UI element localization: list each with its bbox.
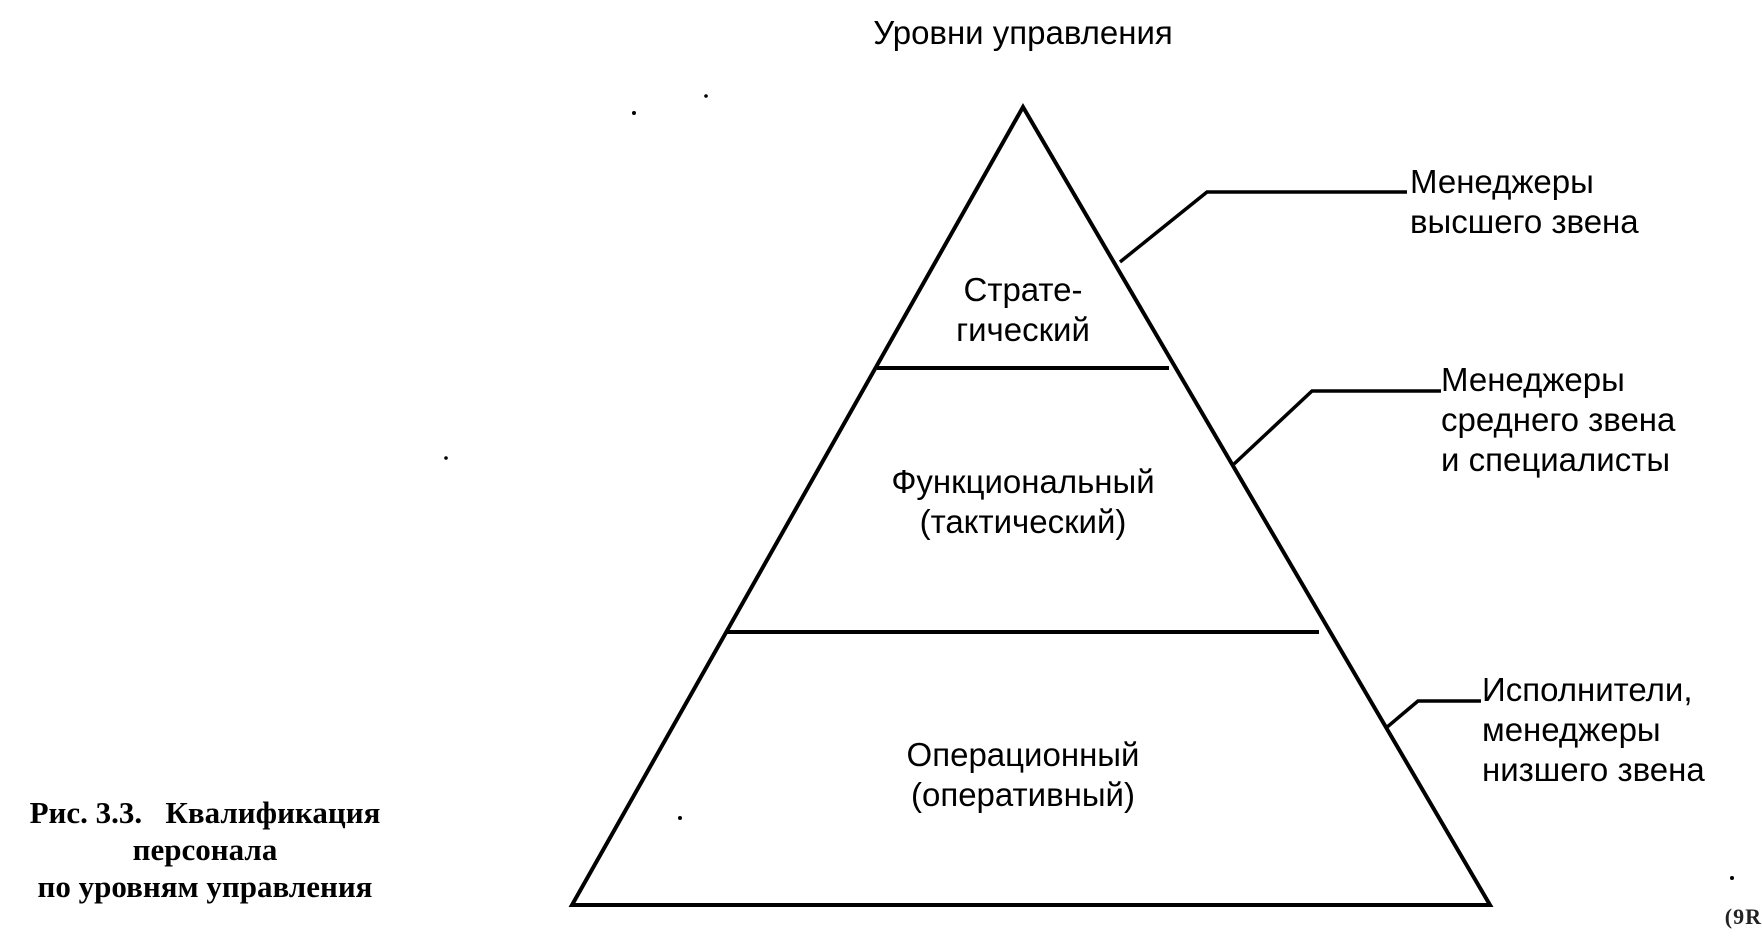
scan-speck <box>704 94 708 98</box>
scan-speck <box>1730 876 1734 880</box>
level-functional-line1: Функциональный <box>891 463 1155 500</box>
caption-line3: по уровням управления <box>37 869 373 904</box>
level-strategic-label: Страте- гический <box>956 270 1090 350</box>
level-operational-line2: (оперативный) <box>910 776 1135 813</box>
level-functional-label: Функциональный (тактический) <box>891 462 1154 542</box>
level-strategic-line2: гический <box>956 311 1090 348</box>
leader-line-top <box>1118 190 1407 264</box>
personnel-bottom-label: Исполнители, менеджеры низшего звена <box>1482 670 1705 790</box>
diagram-title: Уровни управления <box>873 14 1173 51</box>
pyramid-outline <box>568 102 1494 907</box>
caption-label: Рис. 3.3. <box>29 795 143 830</box>
personnel-middle-label: Менеджеры среднего звена и специалисты <box>1441 360 1675 480</box>
level-strategic-line1: Страте- <box>963 271 1083 308</box>
personnel-middle-line3: и специалисты <box>1441 441 1671 478</box>
leader-line-bottom <box>1384 699 1481 730</box>
caption-line1: Квалификация <box>165 795 381 830</box>
scan-speck <box>678 816 682 820</box>
figure-caption: Рис. 3.3. Квалификация персонала по уров… <box>5 794 405 905</box>
scan-speck <box>632 111 636 115</box>
personnel-top-line2: высшего звена <box>1410 203 1639 240</box>
page-corner-mark: (9R <box>1724 904 1762 929</box>
level-operational-line1: Операционный <box>906 736 1140 773</box>
personnel-middle-line1: Менеджеры <box>1441 361 1625 398</box>
scan-speck <box>444 456 448 460</box>
caption-row-1: Рис. 3.3. Квалификация <box>5 794 405 831</box>
personnel-bottom-line1: Исполнители, <box>1482 671 1693 708</box>
personnel-top-line1: Менеджеры <box>1410 163 1594 200</box>
personnel-middle-line2: среднего звена <box>1441 401 1676 438</box>
personnel-top-label: Менеджеры высшего звена <box>1410 162 1639 242</box>
caption-line2: персонала <box>132 832 278 867</box>
personnel-bottom-line3: низшего звена <box>1482 751 1705 788</box>
level-functional-line2: (тактический) <box>919 503 1127 540</box>
personnel-bottom-line2: менеджеры <box>1482 711 1661 748</box>
leader-line-middle <box>1232 389 1441 466</box>
level-operational-label: Операционный (оперативный) <box>907 735 1140 815</box>
